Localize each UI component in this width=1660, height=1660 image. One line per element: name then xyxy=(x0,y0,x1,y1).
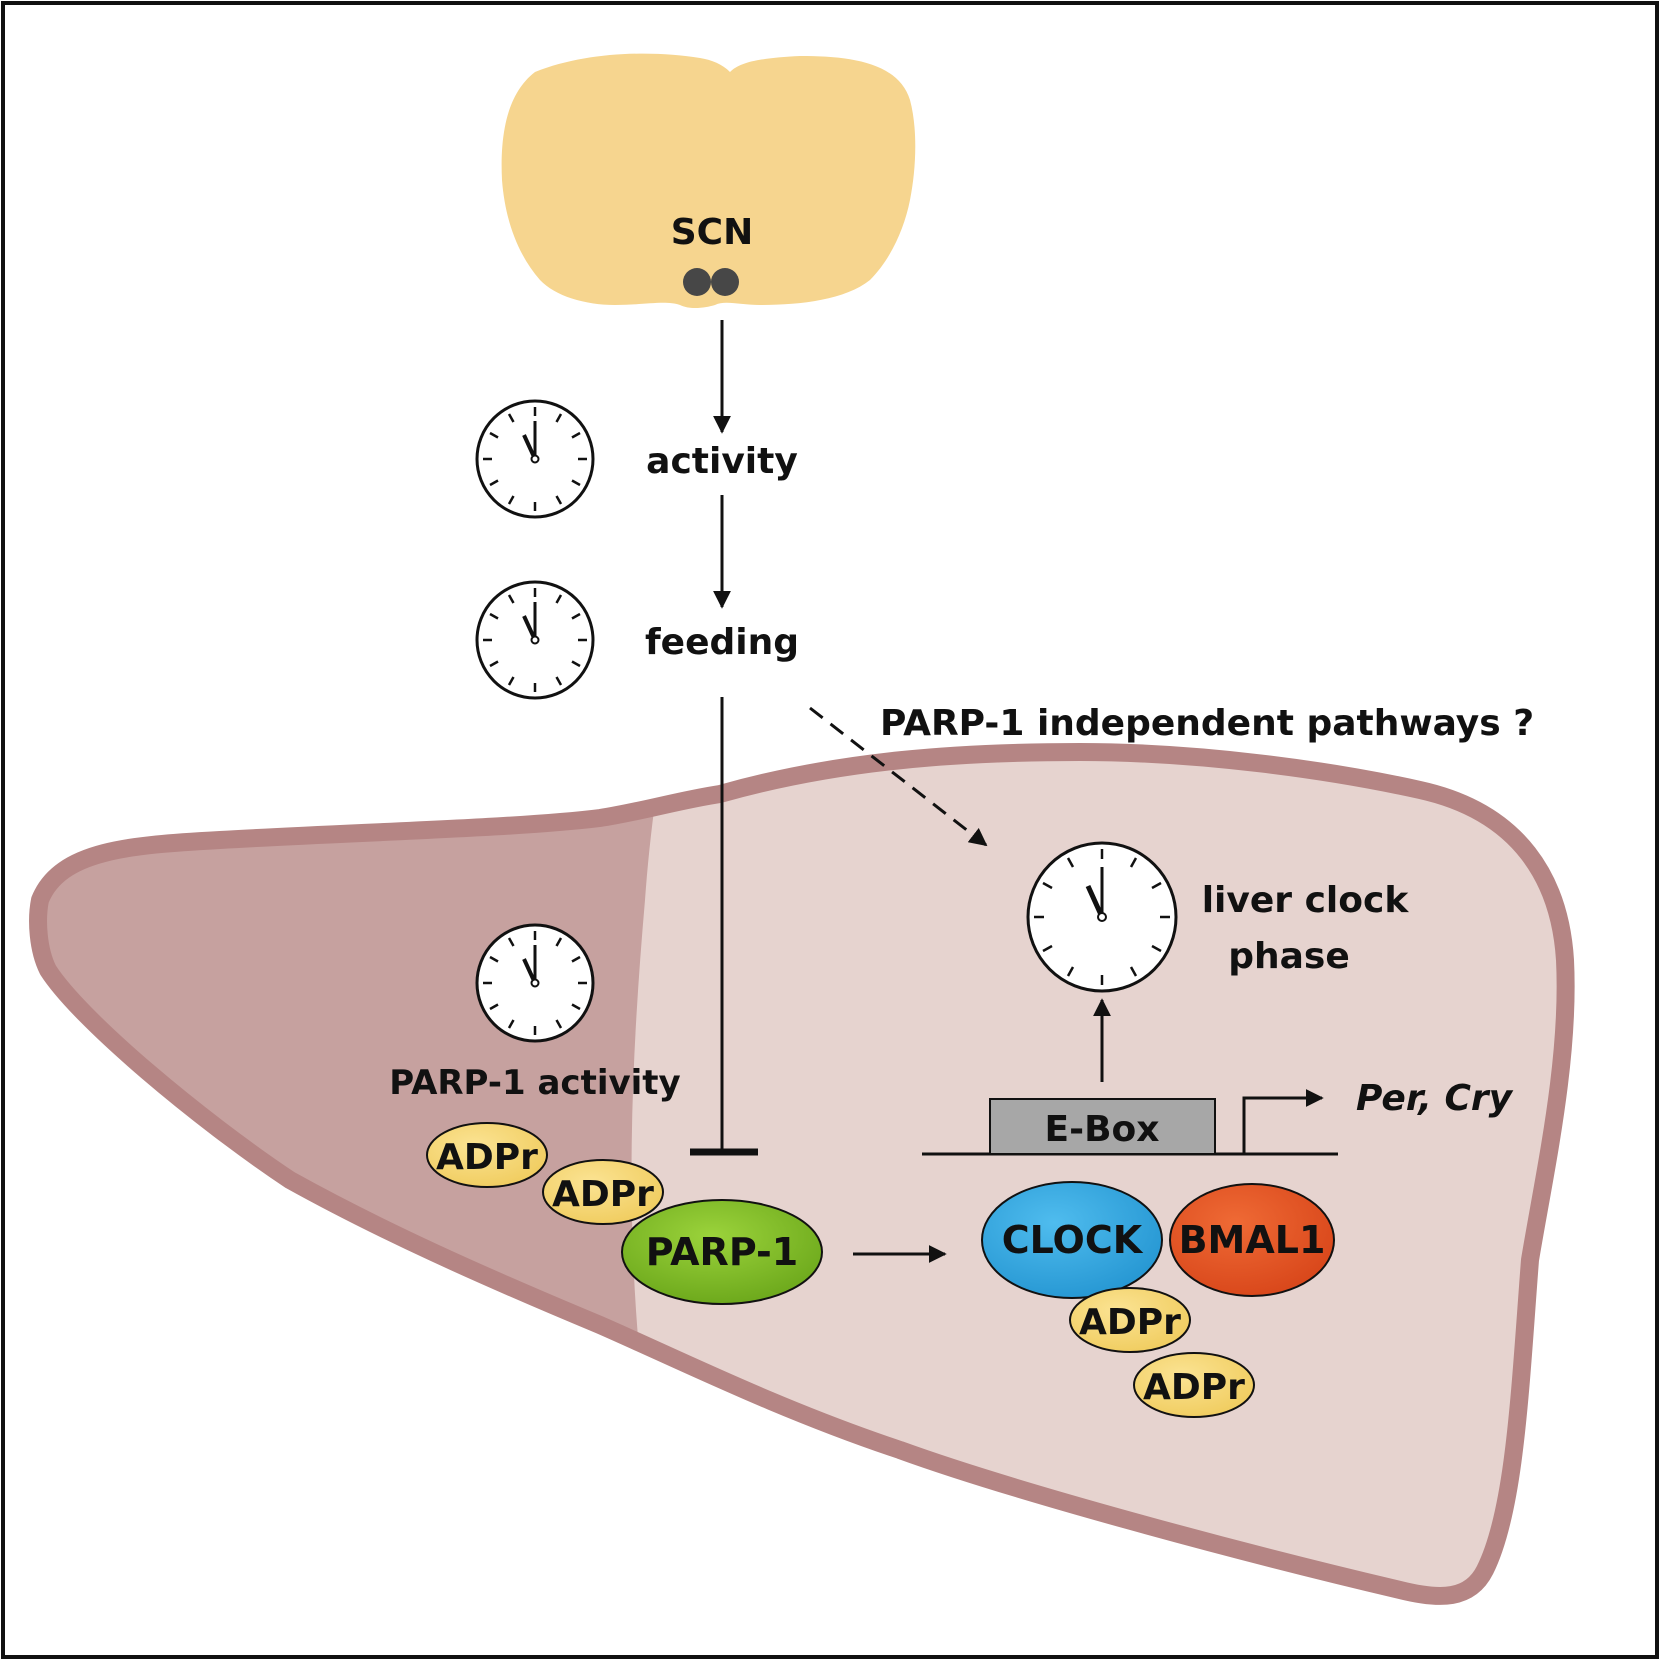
parp-activity-label: PARP-1 activity xyxy=(389,1063,680,1103)
adpr-bubble: ADPr xyxy=(426,1122,548,1188)
bmal1-protein: BMAL1 xyxy=(1169,1183,1335,1297)
svg-text:CLOCK: CLOCK xyxy=(1002,1218,1144,1262)
clock-icon xyxy=(475,399,595,519)
adpr-bubble: ADPr xyxy=(1133,1352,1255,1418)
clock-protein: CLOCK xyxy=(981,1181,1163,1299)
scn-dot-left xyxy=(683,268,711,296)
adpr-bubble: ADPr xyxy=(542,1159,664,1225)
adpr-bubble: ADPr xyxy=(1069,1287,1191,1353)
ebox-label: E-Box xyxy=(1045,1109,1160,1150)
dashed-arrow-independent xyxy=(809,706,988,847)
svg-text:PARP-1: PARP-1 xyxy=(646,1230,798,1274)
scn-label: SCN xyxy=(671,212,753,253)
svg-text:ADPr: ADPr xyxy=(552,1174,654,1215)
svg-text:ADPr: ADPr xyxy=(1079,1302,1181,1343)
clock-icon xyxy=(1026,841,1178,993)
ebox-box xyxy=(989,1098,1216,1155)
scn-dot-right xyxy=(711,268,739,296)
liver-clock-label-line2: phase xyxy=(1228,936,1350,977)
clock-icon xyxy=(475,923,595,1043)
svg-text:ADPr: ADPr xyxy=(1143,1367,1245,1408)
parp1-protein: PARP-1 xyxy=(621,1199,823,1305)
feeding-label: feeding xyxy=(645,622,799,663)
activity-label: activity xyxy=(646,441,798,482)
transcription-arrow-icon xyxy=(1242,1089,1324,1154)
svg-text:BMAL1: BMAL1 xyxy=(1179,1218,1326,1262)
svg-text:ADPr: ADPr xyxy=(436,1137,538,1178)
genes-label: Per, Cry xyxy=(1356,1078,1514,1119)
clock-icon xyxy=(475,580,595,700)
brain-shape xyxy=(501,53,916,309)
independent-pathways-label: PARP-1 independent pathways ? xyxy=(880,703,1534,744)
liver-clock-label-line1: liver clock xyxy=(1202,880,1410,921)
